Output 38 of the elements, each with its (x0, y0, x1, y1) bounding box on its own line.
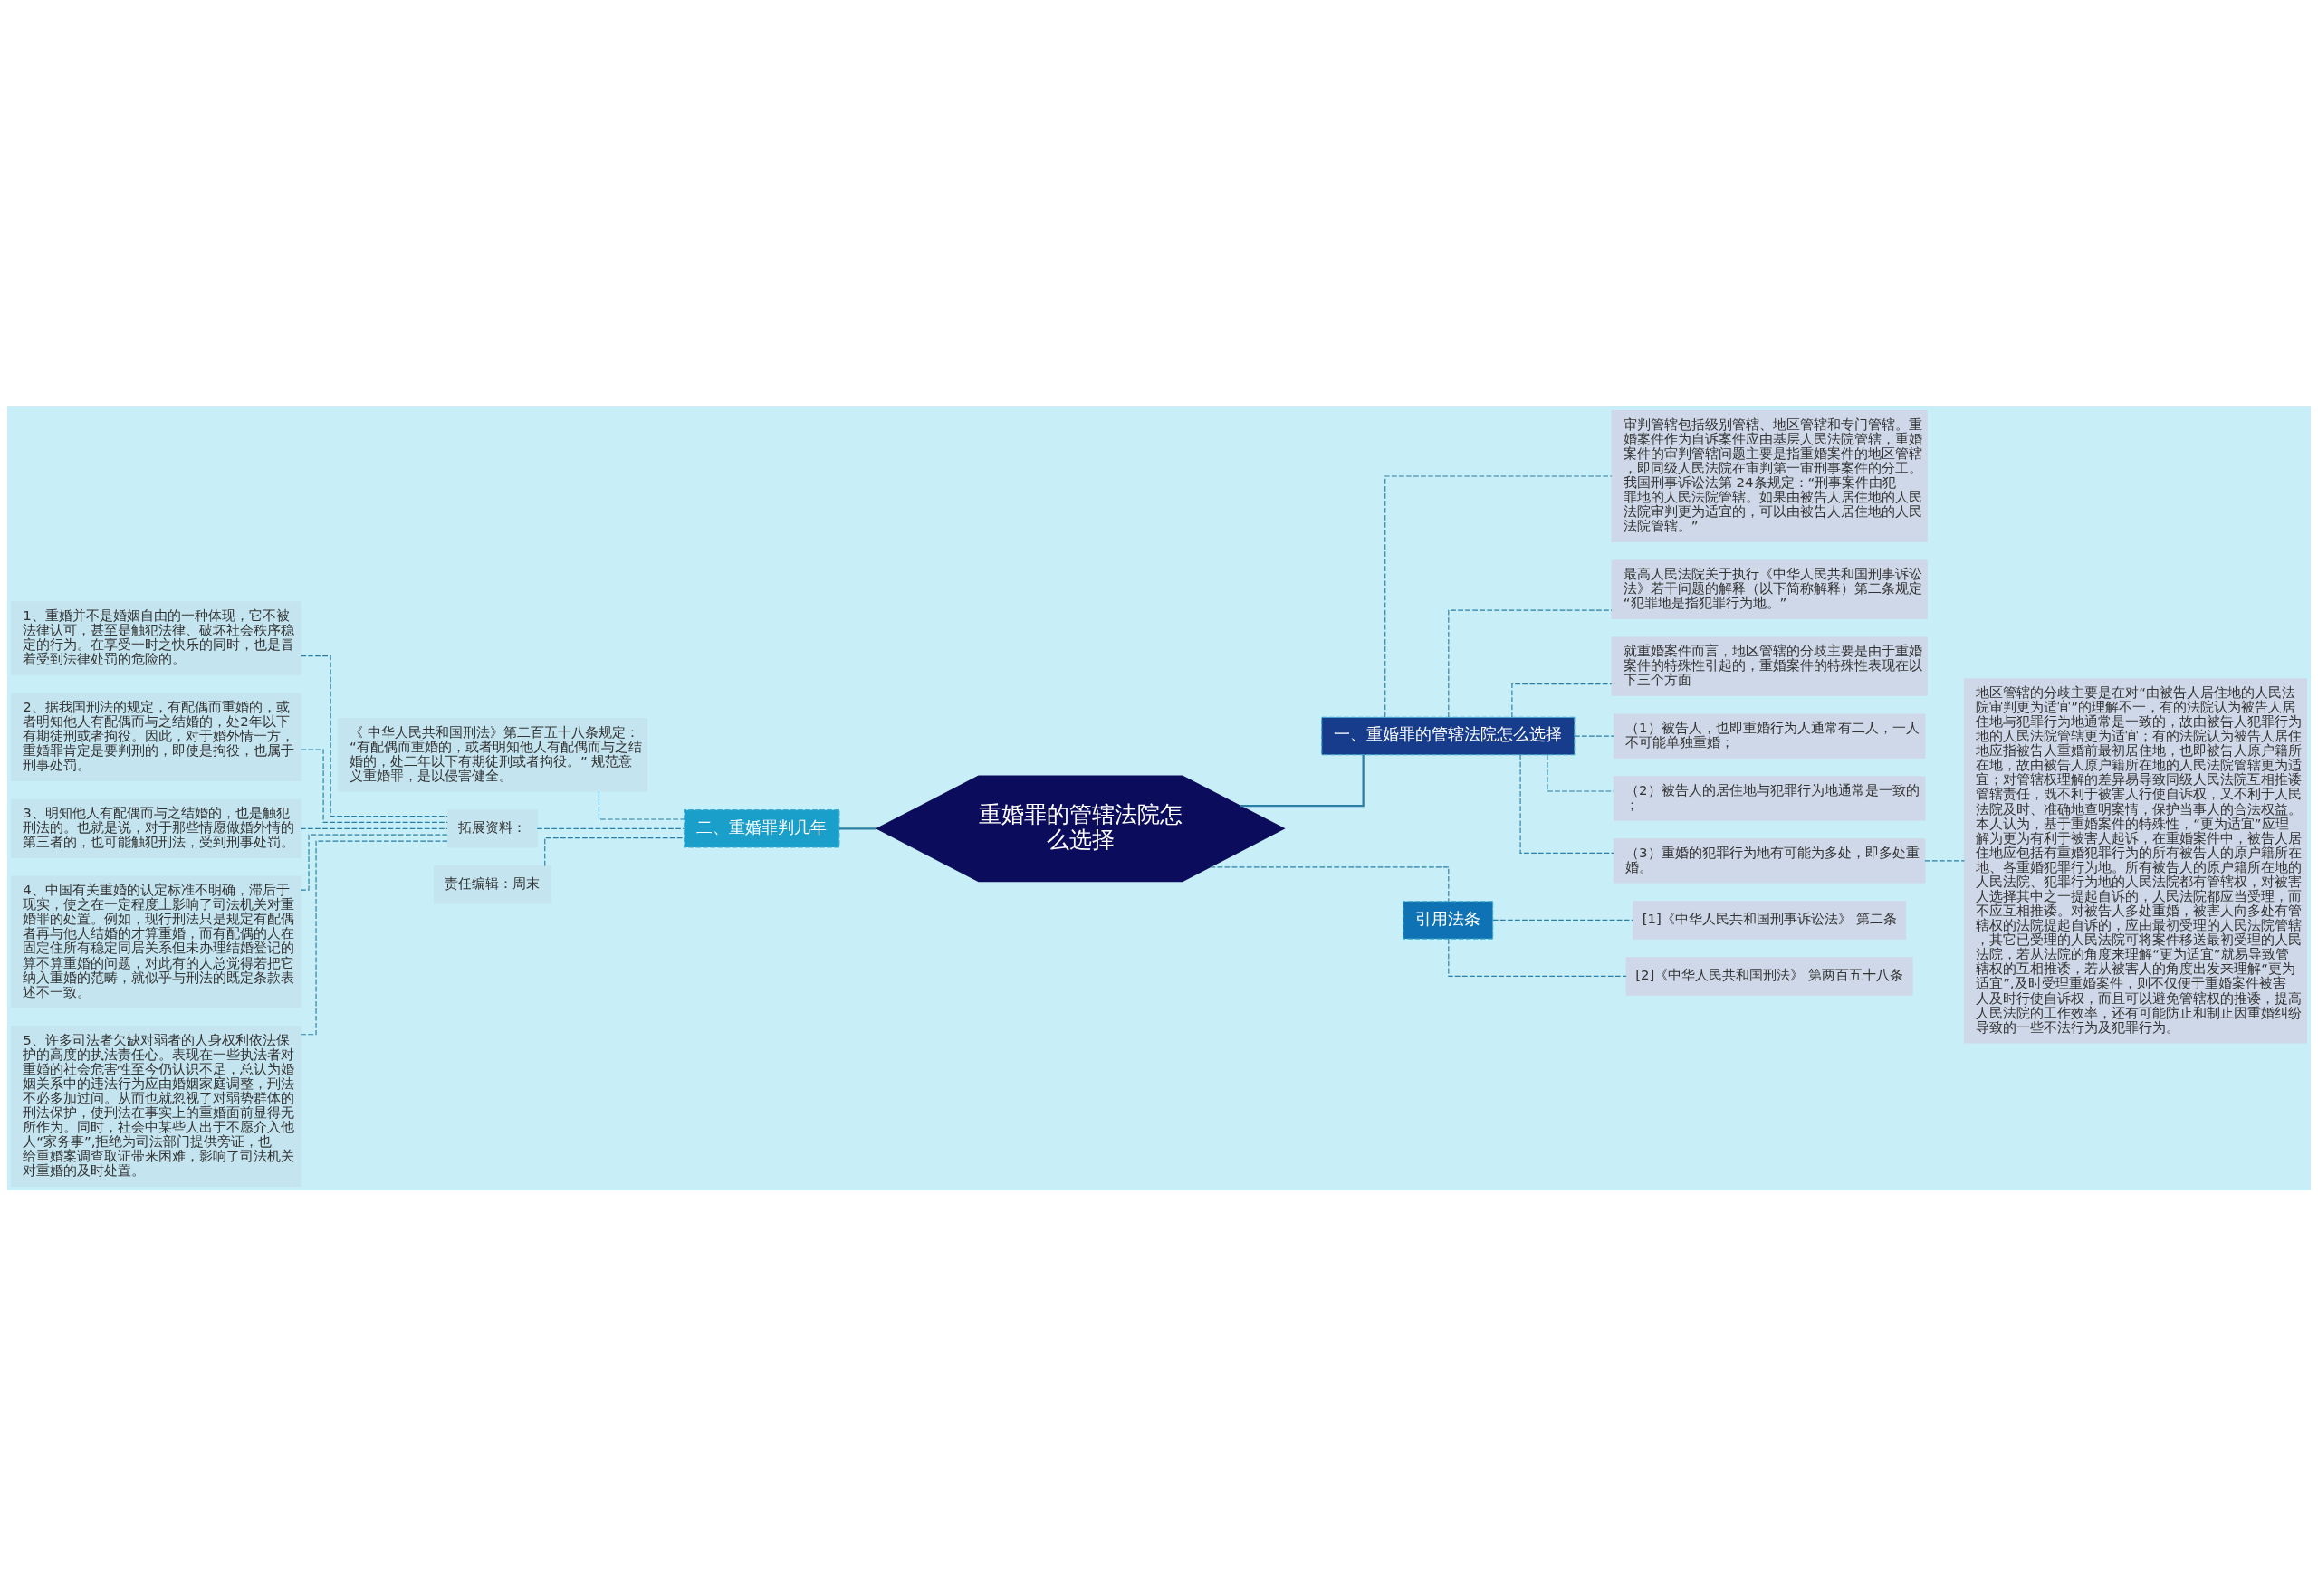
node-box: （3）重婚的犯罪行为地有可能为多处，即多处重婚。 (1613, 837, 1926, 884)
connector (300, 655, 448, 817)
connector (1448, 609, 1613, 718)
node-box: 《 中华人民共和国刑法》第二百五十八条规定：“有配偶而重婚的，或者明知他人有配偶而与之结婚的，处二年以下有期徒刑或者拘役。” 规范意义重婚罪，是以侵害健全。 (337, 717, 647, 792)
node-box: 2、据我国刑法的规定，有配偶而重婚的，或者明知他人有配偶而与之结婚的，处2年以下有期徒刑或者拘役。因此，对于婚外情一方，重婚罪肯定是要判刑的，即使是拘役，也属于刑事处罚。 (11, 692, 302, 781)
node-box: [1]《中华人民共和国刑事诉讼法》 第二条 (1633, 900, 1907, 940)
node-box: 最高人民法院关于执行《中华人民共和国刑事诉讼法》若干问题的解释（以下简称解释）第二条规定“犯罪地是指犯罪行为地。” (1611, 559, 1928, 619)
node-box: 就重婚案件而言，地区管辖的分歧主要是由于重婚案件的特殊性引起的，重婚案件的特殊性表现在以下三个方面 (1611, 636, 1928, 696)
node-box: 引用法条 (1403, 900, 1494, 940)
connector (300, 827, 448, 829)
connector (1574, 735, 1614, 737)
connector (598, 790, 685, 820)
node-box: 审判管辖包括级别管辖、地区管辖和专门管辖。重婚案件作为自诉案件应由基层人民法院管辖，重婚案件的审判管辖问题主要是指重婚案件的地区管辖，即同级人民法院在审判第一审刑事案件的分工。我国刑事诉讼法第 24条规定：“刑事案件由犯罪地的人民法院管辖。如果由被告人居住地的人民法院审判更为适宜的，可以由被告人居住地的人民法院管辖。” (1611, 409, 1928, 542)
node-box: [2]《中华人民共和国刑法》 第两百五十八条 (1625, 956, 1913, 996)
connector (1210, 865, 1450, 902)
connector (1511, 683, 1613, 718)
connector (1240, 754, 1365, 807)
connector (536, 827, 685, 829)
connector (300, 748, 448, 823)
connector (1448, 938, 1627, 977)
connector (544, 836, 685, 866)
node-box: 一、重婚罪的管辖法院怎么选择 (1321, 716, 1576, 755)
node-box: 5、许多司法者欠缺对弱者的人身权利依法保护的高度的执法责任心。表现在一些执法者对重婚的社会危害性至今仍认识不足，总认为婚姻关系中的违法行为应由婚姻家庭调整，刑法不必多加过问。从而也就忽视了对弱势群体的刑法保护，使刑法在事实上的重婚面前显得无所作为。同时，社会中某些人出于不愿介入他人“家务事”,拒绝为司法部门提供旁证，也给重婚案调查取证带来困难，影响了司法机关对重婚的及时处置。 (11, 1025, 302, 1187)
node-box: （2）被告人的居住地与犯罪行为地通常是一致的； (1613, 775, 1926, 821)
node-box: 责任编辑：周末 (433, 865, 551, 904)
connector (1384, 474, 1613, 718)
connector (1924, 859, 1966, 861)
connector (838, 827, 876, 829)
connector (1547, 753, 1614, 792)
connector (1519, 753, 1614, 854)
connector (300, 834, 448, 891)
node-box: 地区管辖的分歧主要是在对“由被告人居住地的人民法院审判更为适宜”的理解不一，有的法院认为被告人居住地与犯罪行为地通常是一致的，故由被告人犯罪行为地的人民法院管辖更为适宜；有的法院认为被告人居住地应指被告人重婚前最初居住地，也即被告人原户籍所在地，故由被告人原户籍所在地的人民法院管辖更为适宜；对管辖权理解的差异易导致同级人民法院互相推诿管辖责任，既不利于被害人行使自诉权，又不利于人民法院及时、准确地查明案情，保护当事人的合法权益。本人认为，基于重婚案件的特殊性，“更为适宜”应理解为更为有利于被害人起诉，在重婚案件中，被告人居住地应包括有重婚犯罪行为的所有被告人的原户籍所在地、各重婚犯罪行为地。所有被告人的原户籍所在地的人民法院、犯罪行为地的人民法院都有管辖权，对被害人选择其中之一提起自诉的，人民法院都应当受理，而不应互相推诿。对被告人多处重婚，被害人向多处有管辖权的法院提起自诉的，应由最初受理的人民法院管辖，其它已受理的人民法院可将案件移送最初受理的人民法院，若从法院的角度来理解“更为适宜”就易导致管辖权的互相推诿，若从被害人的角度出发来理解“更为适宜”,及时受理重婚案件，则不仅便于重婚案件被害人及时行使自诉权，而且可以避免管辖权的推诿，提高人民法院的工作效率，还有可能防止和制止因重婚纠纷导致的一些不法行为及犯罪行为。 (1963, 677, 2307, 1043)
node-box: 拓展资料： (446, 808, 538, 848)
node-box: （1）被告人，也即重婚行为人通常有二人，一人不可能单独重婚； (1613, 712, 1926, 759)
node-box: 二、重婚罪判几年 (684, 808, 840, 848)
node-box: 1、重婚并不是婚姻自由的一种体现，它不被法律认可，甚至是触犯法律、破坏社会秩序稳定的行为。在享受一时之快乐的同时，也是冒着受到法律处罚的危险的。 (11, 600, 302, 675)
node-box: 4、中国有关重婚的认定标准不明确，滞后于现实，使之在一定程度上影响了司法机关对重婚罪的处置。例如，现行刑法只是规定有配偶者再与他人结婚的才算重婚，而有配偶的人在固定住所有稳定同居关系但未办理结婚登记的算不算重婚的问题，对此有的人总觉得若把它纳入重婚的范畴，就似乎与刑法的既定条款表述不一致。 (11, 875, 302, 1008)
node-box: 3、明知他人有配偶而与之结婚的，也是触犯刑法的。也就是说，对于那些情愿做婚外情的第三者的，也可能触犯刑法，受到刑事处罚。 (11, 798, 302, 858)
